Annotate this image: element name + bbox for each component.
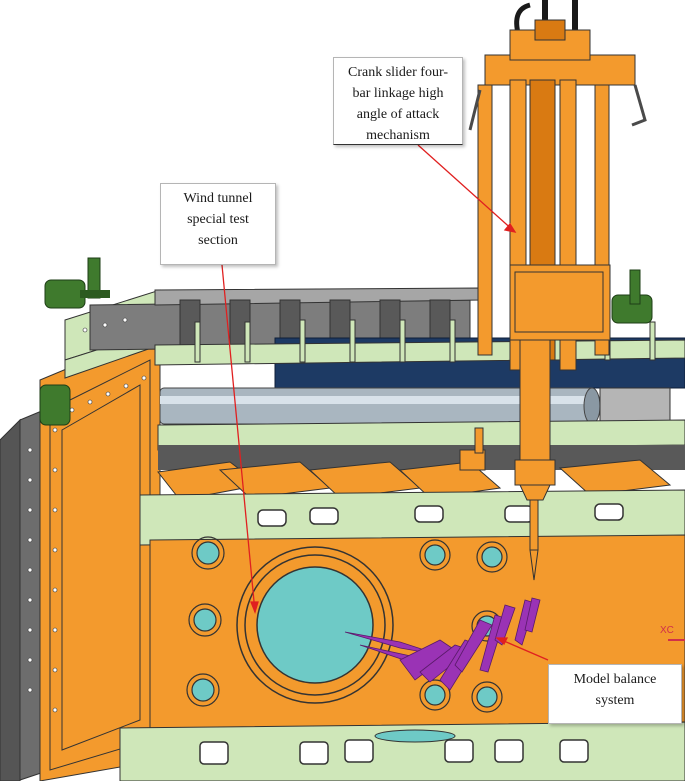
motor-right [611, 269, 653, 324]
label-line: bar linkage high [352, 86, 444, 101]
axis-marker-text: XC [660, 625, 674, 636]
label-wind-tunnel-test-section: Wind tunnel special test section [160, 183, 276, 265]
label-line: Crank slider four- [347, 65, 449, 80]
label-model-balance-system: Model balance system [548, 664, 682, 724]
motor-lower-left [39, 384, 71, 426]
model-balance-system [344, 597, 541, 691]
label-crank-slider-mechanism: Crank slider four- bar linkage high angl… [333, 57, 463, 145]
label-line: angle of attack [356, 107, 440, 122]
label-line: mechanism [366, 128, 430, 143]
test-section-windows [186, 536, 508, 713]
label-line: system [595, 693, 635, 708]
label-line: Model balance [573, 672, 657, 687]
label-line: Wind tunnel [183, 191, 253, 206]
motor-left [44, 257, 110, 309]
label-line: special test [187, 212, 249, 227]
rivet-dots [27, 317, 147, 713]
high-angle-mechanism [459, 0, 647, 581]
callout-arrows [221, 144, 549, 661]
label-line: section [198, 233, 238, 248]
